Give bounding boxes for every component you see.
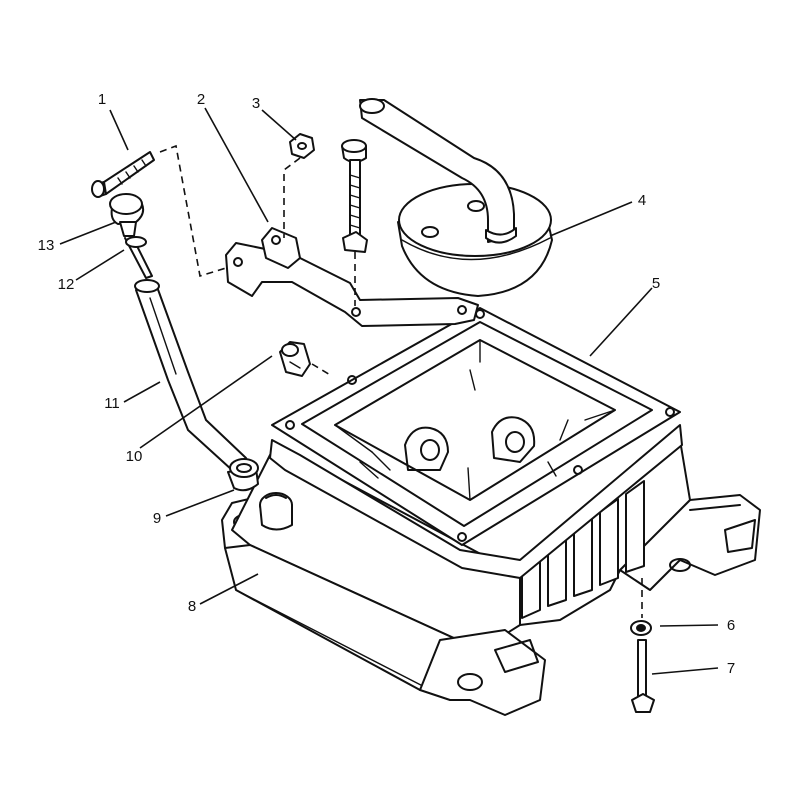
- part-bracket: [225, 227, 479, 327]
- part-bolt: [631, 639, 655, 713]
- callout-5: 5: [652, 275, 660, 292]
- callout-8: 8: [188, 598, 196, 615]
- part-tube-seal: [227, 458, 259, 492]
- part-oil-pan: [221, 424, 761, 716]
- part-screw: [91, 144, 227, 278]
- part-o-ring: [125, 236, 147, 248]
- callout-1: 1: [98, 91, 106, 108]
- part-breather-cover: [359, 98, 553, 297]
- callout-7: 7: [727, 660, 735, 677]
- part-plug: [279, 341, 333, 377]
- callout-6: 6: [727, 617, 735, 634]
- part-gasket: [271, 307, 681, 546]
- callout-12: 12: [58, 276, 75, 293]
- callout-4: 4: [638, 192, 646, 209]
- callout-labels: 1 2 3 4 5 6 7 8 9 10 11 12 13: [38, 91, 736, 677]
- callout-11: 11: [104, 395, 120, 412]
- part-center-bolt: [341, 139, 368, 306]
- callout-13: 13: [38, 237, 55, 254]
- part-nut: [283, 133, 315, 238]
- callout-2: 2: [197, 91, 205, 108]
- part-dipstick-tube: [134, 279, 247, 471]
- callout-10: 10: [126, 448, 143, 465]
- callout-3: 3: [252, 95, 260, 112]
- part-dipstick: [109, 193, 153, 279]
- part-washer: [630, 578, 652, 636]
- leader-lines: [59, 107, 719, 675]
- callout-9: 9: [153, 510, 161, 527]
